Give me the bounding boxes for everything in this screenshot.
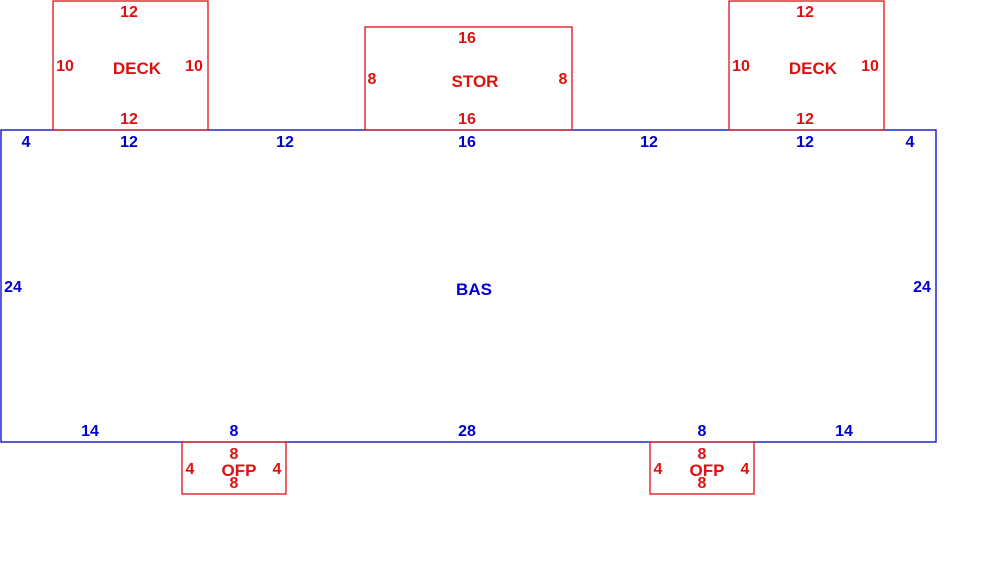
bas-bottom-dim-5: 14 (835, 423, 853, 440)
deck-left-top-dim: 12 (120, 4, 138, 21)
deck-left-bottom-dim: 12 (120, 111, 138, 128)
bas-label: BAS (456, 280, 492, 299)
bas-top-dim-1: 4 (22, 134, 31, 151)
ofp-right-left-dim: 4 (654, 461, 663, 478)
deck-left-area: DECK 12 12 10 10 (52, 0, 209, 131)
deck-right-left-dim: 10 (732, 58, 750, 75)
ofp-left-bottom-dim: 8 (230, 475, 239, 492)
bas-top-dim-2: 12 (120, 134, 138, 151)
bas-top-dim-4: 16 (458, 134, 476, 151)
bas-top-dim-7: 4 (906, 134, 915, 151)
ofp-right-top-dim: 8 (698, 446, 707, 463)
bas-bottom-dim-2: 8 (230, 423, 239, 440)
ofp-left-outline (181, 441, 287, 495)
stor-top-dim: 16 (458, 30, 476, 47)
stor-bottom-dim: 16 (458, 111, 476, 128)
bas-bottom-dim-1: 14 (81, 423, 99, 440)
bas-bottom-dim-3: 28 (458, 423, 476, 440)
deck-left-label: DECK (113, 59, 162, 78)
stor-right-dim: 8 (559, 71, 568, 88)
ofp-left-right-dim: 4 (273, 461, 282, 478)
deck-right-area: DECK 12 12 10 10 (728, 0, 885, 131)
ofp-left-label: OFP (222, 461, 257, 480)
bas-left-dim: 24 (4, 279, 22, 296)
ofp-right-right-dim: 4 (741, 461, 750, 478)
stor-left-dim: 8 (368, 71, 377, 88)
bas-right-dim: 24 (913, 279, 931, 296)
deck-left-right-dim: 10 (185, 58, 203, 75)
ofp-right-label: OFP (690, 461, 725, 480)
ofp-right-outline (649, 441, 755, 495)
deck-right-top-dim: 12 (796, 4, 814, 21)
stor-area: STOR 16 16 8 8 (364, 26, 573, 131)
stor-outline (364, 26, 573, 131)
bas-area: BAS 4 12 12 16 12 12 4 24 24 14 8 28 8 1… (0, 129, 937, 443)
ofp-left-left-dim: 4 (186, 461, 195, 478)
bas-top-dim-6: 12 (796, 134, 814, 151)
deck-right-bottom-dim: 12 (796, 111, 814, 128)
ofp-right-area: 8 OFP 8 4 4 (649, 441, 755, 495)
bas-bottom-dim-4: 8 (698, 423, 707, 440)
stor-label: STOR (452, 72, 499, 91)
deck-right-right-dim: 10 (861, 58, 879, 75)
ofp-right-bottom-dim: 8 (698, 475, 707, 492)
deck-right-outline (728, 0, 885, 131)
deck-right-label: DECK (789, 59, 838, 78)
deck-left-left-dim: 10 (56, 58, 74, 75)
bas-top-dim-3: 12 (276, 134, 294, 151)
ofp-left-top-dim: 8 (230, 446, 239, 463)
bas-top-dim-5: 12 (640, 134, 658, 151)
ofp-left-area: 8 OFP 8 4 4 (181, 441, 287, 495)
deck-left-outline (52, 0, 209, 131)
